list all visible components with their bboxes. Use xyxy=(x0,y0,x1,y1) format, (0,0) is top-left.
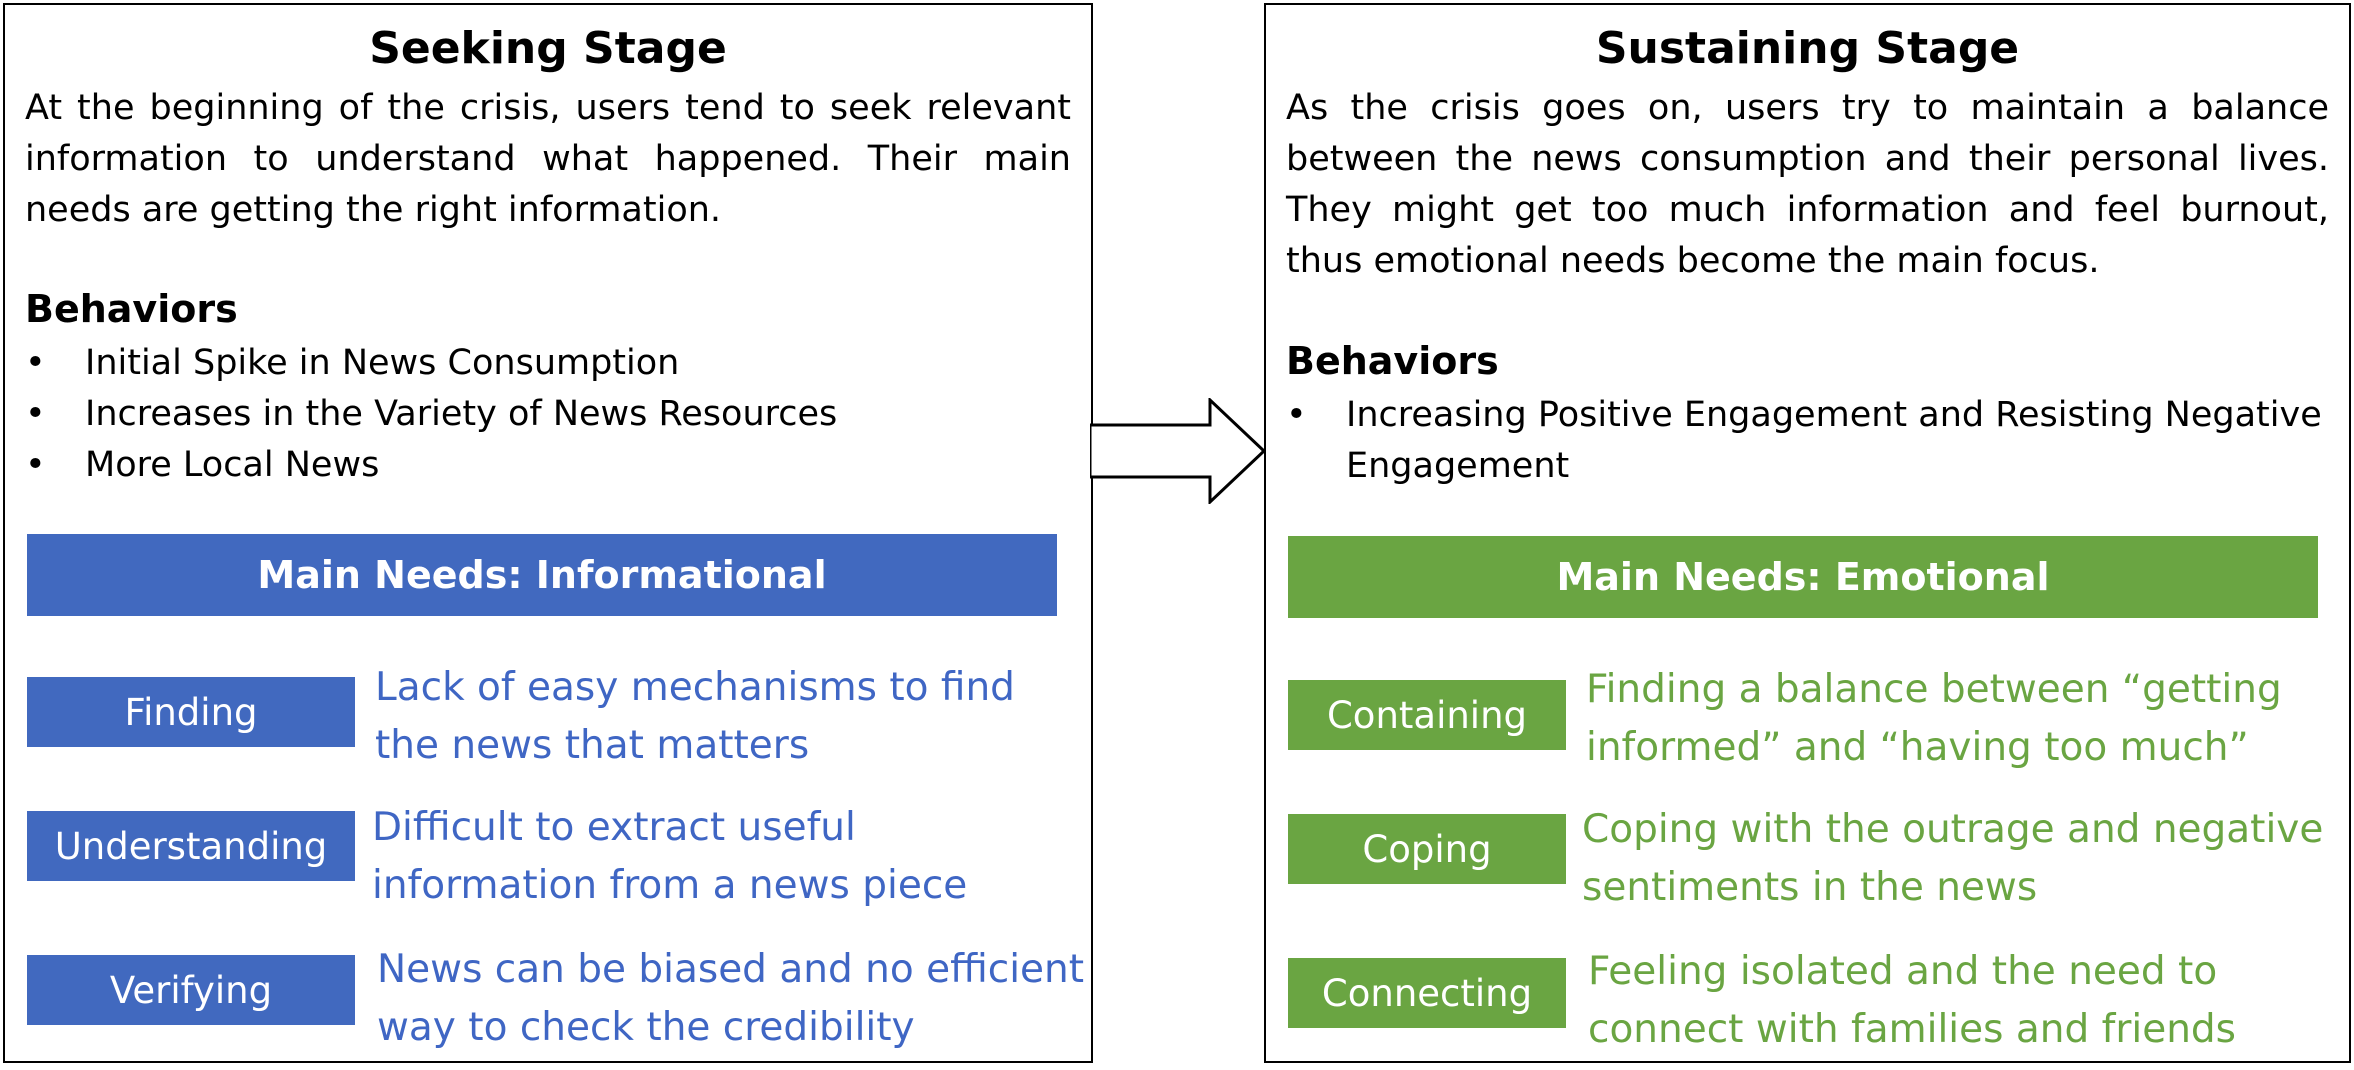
understanding-tag: Understanding xyxy=(27,811,355,881)
sustaining-stage-panel: Sustaining Stage As the crisis goes on, … xyxy=(1264,3,2351,1063)
containing-description: Finding a balance between “getting infor… xyxy=(1586,667,2282,770)
seeking-behaviors-title: Behaviors xyxy=(25,287,238,331)
bullet-icon: • xyxy=(25,394,46,434)
coping-tag: Coping xyxy=(1288,814,1566,884)
seeking-behaviors-list: • Initial Spike in News Consumption • Incr… xyxy=(25,338,1071,491)
finding-description: Lack of easy mechanisms to find the news… xyxy=(375,665,1015,768)
understanding-description: Difficult to extract useful information … xyxy=(372,805,968,908)
containing-tag: Containing xyxy=(1288,680,1566,750)
behavior-text: Increasing Positive Engagement and Resis… xyxy=(1346,395,2322,486)
behavior-item: • Increases in the Variety of News Resour… xyxy=(25,389,1071,440)
coping-description: Coping with the outrage and negative sen… xyxy=(1582,807,2324,910)
informational-needs-bar: Main Needs: Informational xyxy=(27,534,1057,616)
behavior-item: • Initial Spike in News Consumption xyxy=(25,338,1071,389)
right-arrow-icon xyxy=(1090,398,1267,504)
connecting-tag: Connecting xyxy=(1288,958,1566,1028)
finding-tag: Finding xyxy=(27,677,355,747)
bullet-icon: • xyxy=(25,445,46,485)
sustaining-stage-description: As the crisis goes on, users try to main… xyxy=(1286,88,2329,281)
connecting-description: Feeling isolated and the need to connect… xyxy=(1588,949,2236,1052)
sustaining-behaviors-title: Behaviors xyxy=(1286,339,1499,383)
behavior-text: Increases in the Variety of News Resourc… xyxy=(85,394,838,434)
bullet-icon: • xyxy=(1286,395,1307,435)
sustaining-stage-title: Sustaining Stage xyxy=(1595,23,2020,74)
seeking-stage-description: At the beginning of the crisis, users te… xyxy=(25,88,1071,230)
verifying-description: News can be biased and no efficient way … xyxy=(377,947,1085,1050)
seeking-stage-title: Seeking Stage xyxy=(369,23,727,74)
behavior-text: More Local News xyxy=(85,445,380,485)
emotional-needs-bar: Main Needs: Emotional xyxy=(1288,536,2318,618)
seeking-stage-panel: Seeking Stage At the beginning of the cr… xyxy=(3,3,1093,1063)
bullet-icon: • xyxy=(25,343,46,383)
behavior-text: Initial Spike in News Consumption xyxy=(85,343,680,383)
sustaining-behaviors-list: • Increasing Positive Engagement and Resi… xyxy=(1286,390,2329,492)
behavior-item: • More Local News xyxy=(25,440,1071,491)
verifying-tag: Verifying xyxy=(27,955,355,1025)
behavior-item: • Increasing Positive Engagement and Resi… xyxy=(1286,390,2329,492)
